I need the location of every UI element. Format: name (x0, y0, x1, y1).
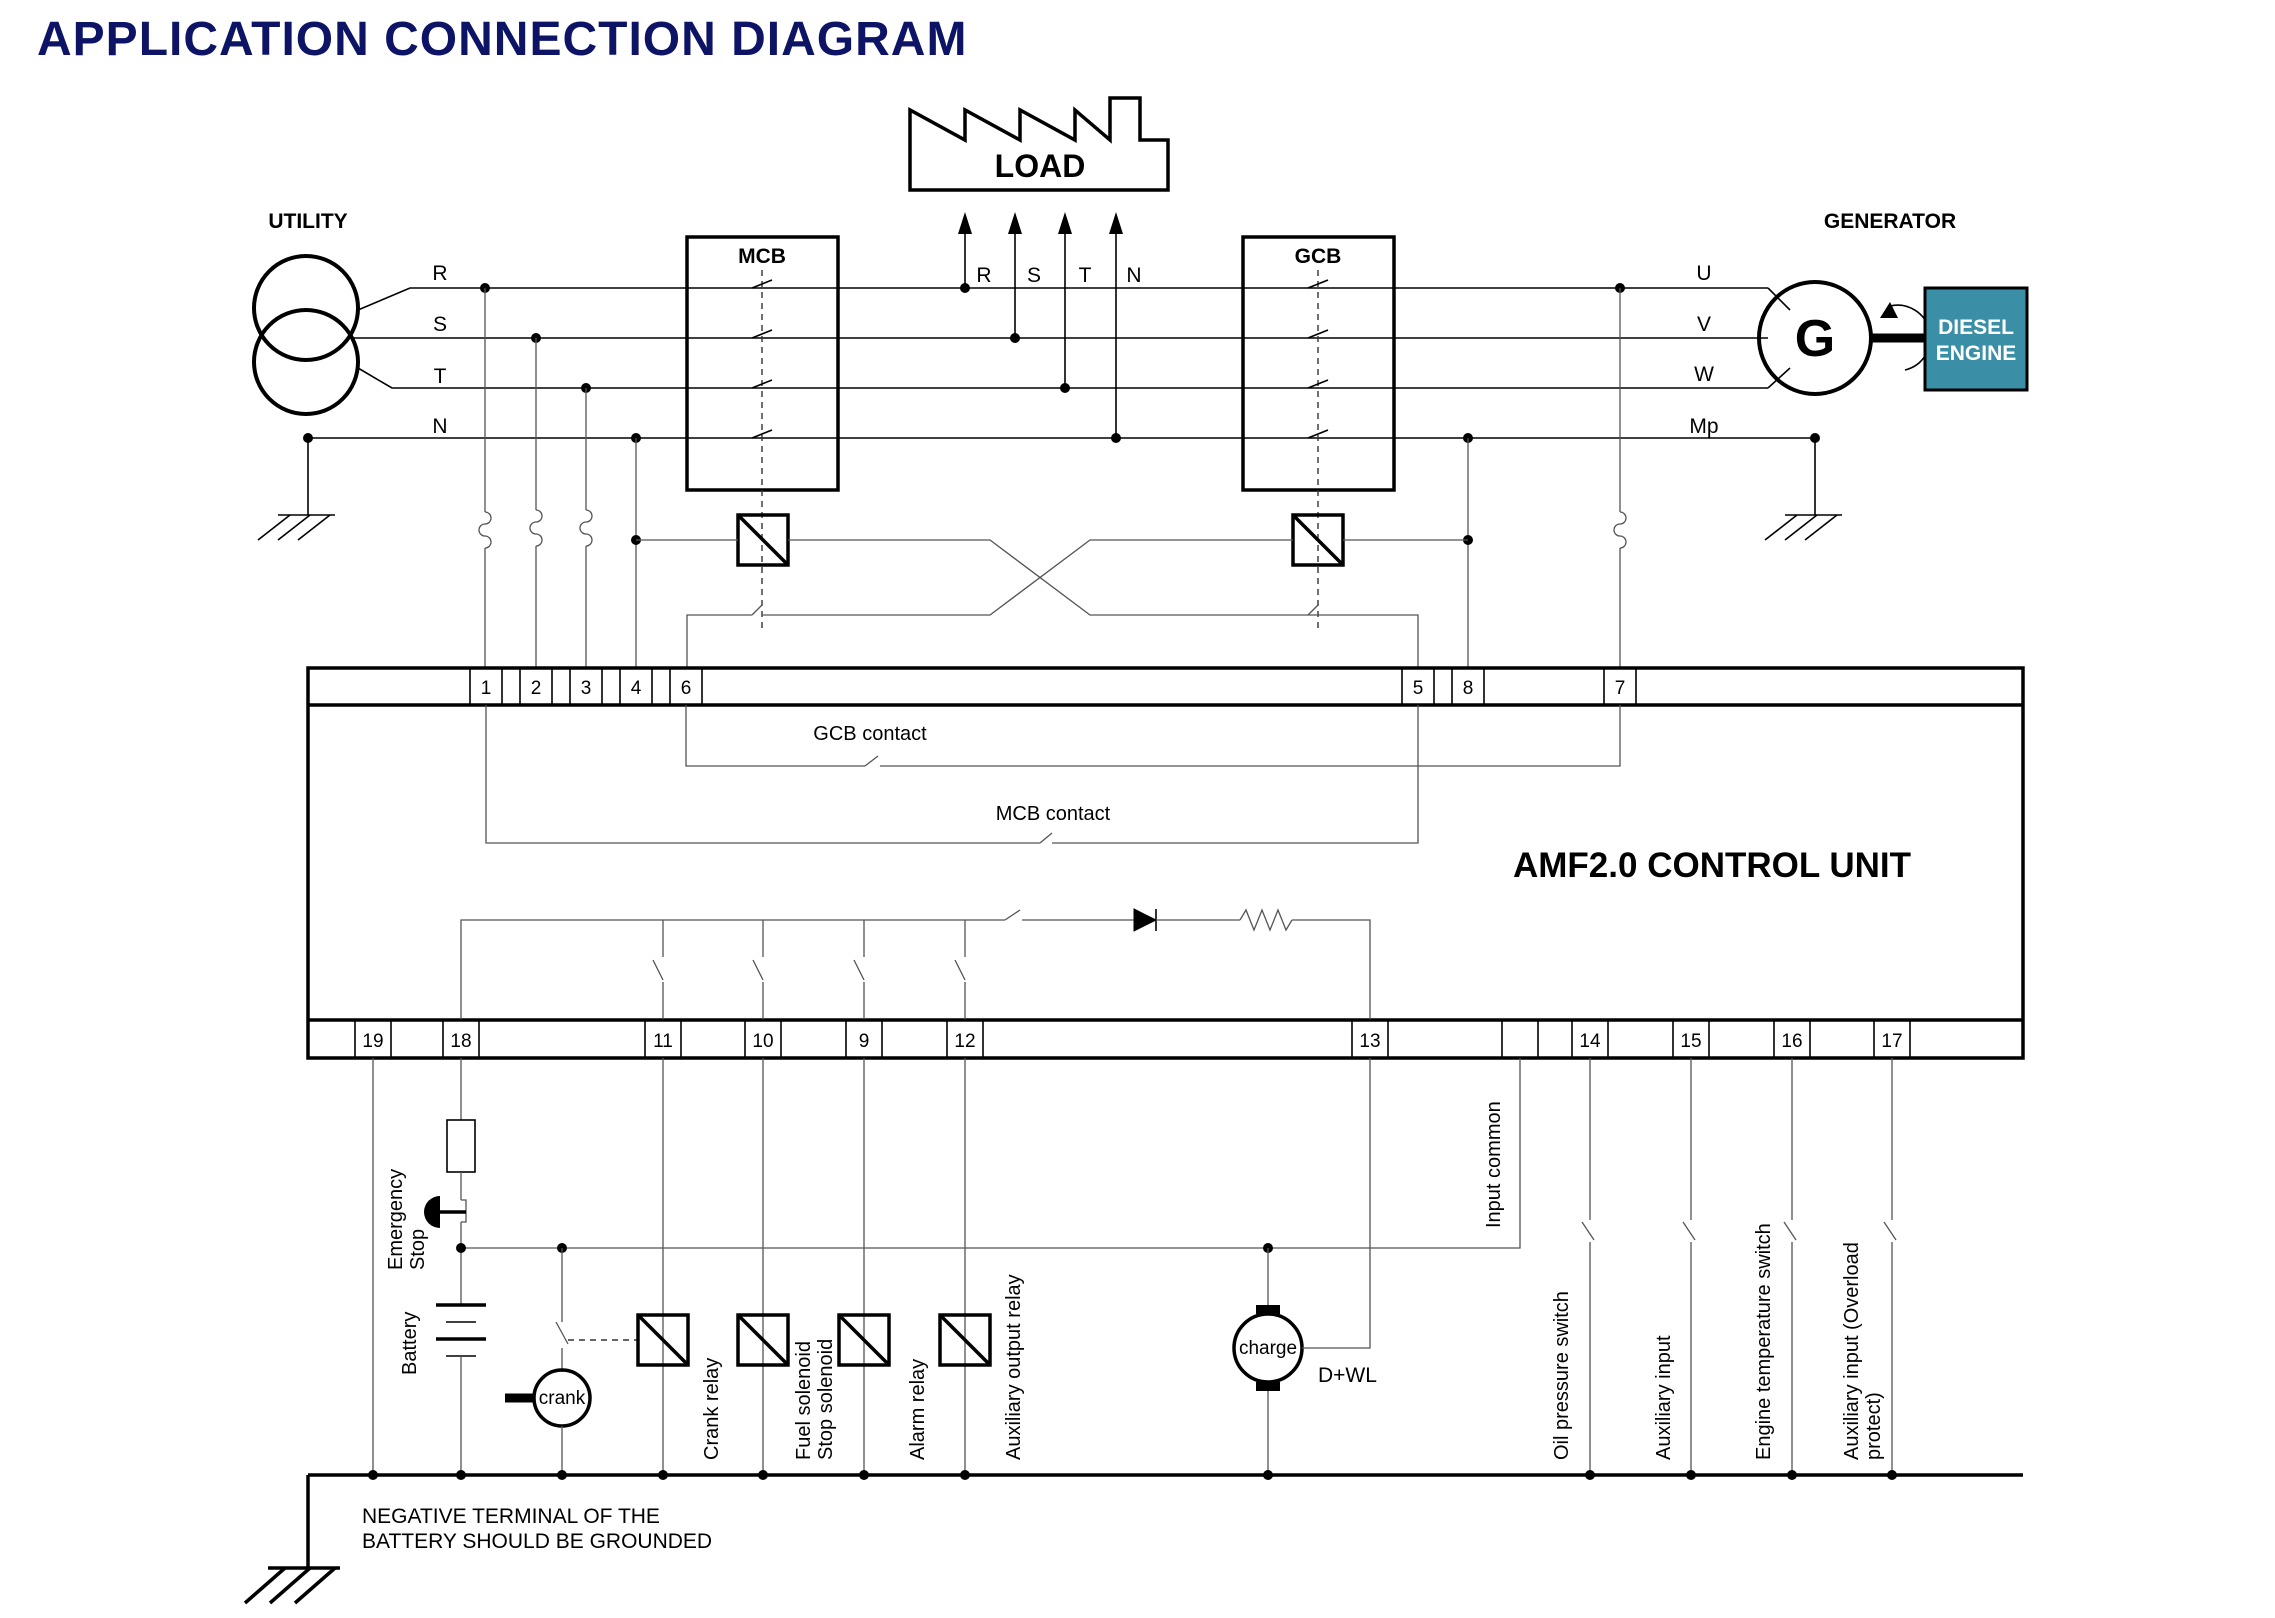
load-phase-t: T (1079, 264, 1092, 287)
terminal-6: 6 (681, 678, 692, 699)
stop-solenoid-label: Stop solenoid (815, 1339, 837, 1460)
gcb-breaker (1241, 235, 1396, 630)
gen-phase-u: U (1696, 262, 1711, 285)
utility-transformer-icon (252, 254, 360, 416)
utility-sense-wires (478, 288, 738, 668)
utility-phase-r: R (432, 262, 447, 285)
terminal-9: 9 (859, 1031, 870, 1052)
terminal-11: 11 (653, 1031, 673, 1052)
control-unit-label: AMF2.0 CONTROL UNIT (1513, 846, 1911, 885)
mcb-label: MCB (738, 245, 786, 268)
interlock-crossing (686, 539, 1419, 668)
terminal-4: 4 (631, 678, 642, 699)
terminal-8: 8 (1463, 678, 1474, 699)
terminal-5: 5 (1413, 678, 1424, 699)
negative-rail (243, 1473, 2023, 1605)
starter-motor (505, 1248, 638, 1480)
terminal-16: 16 (1781, 1031, 1802, 1052)
gen-phase-v: V (1697, 313, 1711, 336)
mcb-breaker (685, 235, 840, 630)
gcb-contact-circuit (685, 705, 1621, 767)
load-symbol: LOAD (908, 96, 1170, 192)
crank-label: crank (539, 1388, 586, 1409)
diesel-engine-box: DIESEL ENGINE (1923, 286, 2029, 392)
charge-alternator (1232, 1058, 1371, 1480)
utility-label: UTILITY (268, 210, 347, 233)
internal-relay-outputs (460, 908, 1371, 1020)
relay-coils (368, 1058, 992, 1480)
utility-phase-t: T (434, 365, 447, 388)
gen-phase-mp: Mp (1689, 415, 1718, 438)
input-switches (1581, 1058, 1897, 1480)
load-label: LOAD (995, 148, 1086, 184)
aux-overload-label-line2: protect) (1863, 1392, 1885, 1460)
terminal-17: 17 (1881, 1031, 1902, 1052)
ground-note-line2: BATTERY SHOULD BE GROUNDED (362, 1530, 712, 1553)
terminal-3: 3 (581, 678, 592, 699)
generator-icon: G (1757, 280, 1932, 396)
positive-supply-bus (461, 1058, 1521, 1249)
utility-ground-icon (257, 438, 335, 541)
aux-output-relay-label: Auxiliary output relay (1003, 1274, 1025, 1460)
terminal-15: 15 (1680, 1031, 1701, 1052)
emergency-stop-label-line2: Stop (407, 1229, 429, 1270)
top-terminal-boxes (469, 667, 1637, 706)
generator-label: GENERATOR (1824, 210, 1956, 233)
alarm-relay-label: Alarm relay (907, 1359, 929, 1460)
terminal-1: 1 (481, 678, 492, 699)
power-supply-circuit (436, 1058, 486, 1480)
terminal-2: 2 (531, 678, 542, 699)
emergency-stop-label-line1: Emergency (385, 1169, 407, 1270)
diesel-engine-label-line2: ENGINE (1936, 342, 2017, 365)
emergency-stop-icon (424, 1196, 466, 1228)
mcb-contact-circuit (485, 705, 1419, 844)
gcb-label: GCB (1295, 245, 1342, 268)
generator-symbol: G (1795, 310, 1835, 368)
engine-temp-switch-label: Engine temperature switch (1753, 1223, 1775, 1460)
gcb-contact-label: GCB contact (813, 723, 927, 745)
gen-phase-w: W (1694, 363, 1714, 386)
aux-overload-label-line1: Auxiliary input (Overload (1841, 1242, 1863, 1460)
battery-label: Battery (399, 1312, 421, 1375)
generator-sense-wires (1343, 288, 1627, 668)
terminal-10: 10 (752, 1031, 773, 1052)
utility-phase-n: N (432, 415, 447, 438)
terminal-19: 19 (362, 1031, 383, 1052)
page-title: APPLICATION CONNECTION DIAGRAM (37, 13, 967, 66)
load-phase-n: N (1126, 264, 1141, 287)
input-common-label: Input common (1483, 1101, 1505, 1228)
terminal-13: 13 (1359, 1031, 1380, 1052)
load-arrows (958, 212, 1123, 438)
charge-label: charge (1239, 1338, 1297, 1359)
terminal-12: 12 (954, 1031, 975, 1052)
fuel-solenoid-label: Fuel solenoid (793, 1341, 815, 1460)
terminal-14: 14 (1579, 1031, 1601, 1052)
oil-pressure-switch-label: Oil pressure switch (1551, 1291, 1573, 1460)
diesel-engine-label-line1: DIESEL (1938, 316, 2014, 339)
bottom-terminal-boxes (354, 1019, 1911, 1059)
crank-relay-label: Crank relay (701, 1358, 723, 1460)
ground-note-line1: NEGATIVE TERMINAL OF THE (362, 1505, 660, 1528)
bus-junctions (303, 283, 1820, 443)
generator-ground-icon (1764, 438, 1842, 541)
mcb-contact-label: MCB contact (996, 803, 1111, 825)
load-phase-s: S (1027, 264, 1041, 287)
main-bus (308, 287, 1815, 439)
terminal-7: 7 (1615, 678, 1626, 699)
dwl-label: D+WL (1318, 1364, 1377, 1387)
utility-phase-s: S (433, 313, 447, 336)
terminal-18: 18 (450, 1031, 471, 1052)
aux-input-label: Auxiliary input (1653, 1335, 1675, 1460)
load-phase-r: R (976, 264, 991, 287)
